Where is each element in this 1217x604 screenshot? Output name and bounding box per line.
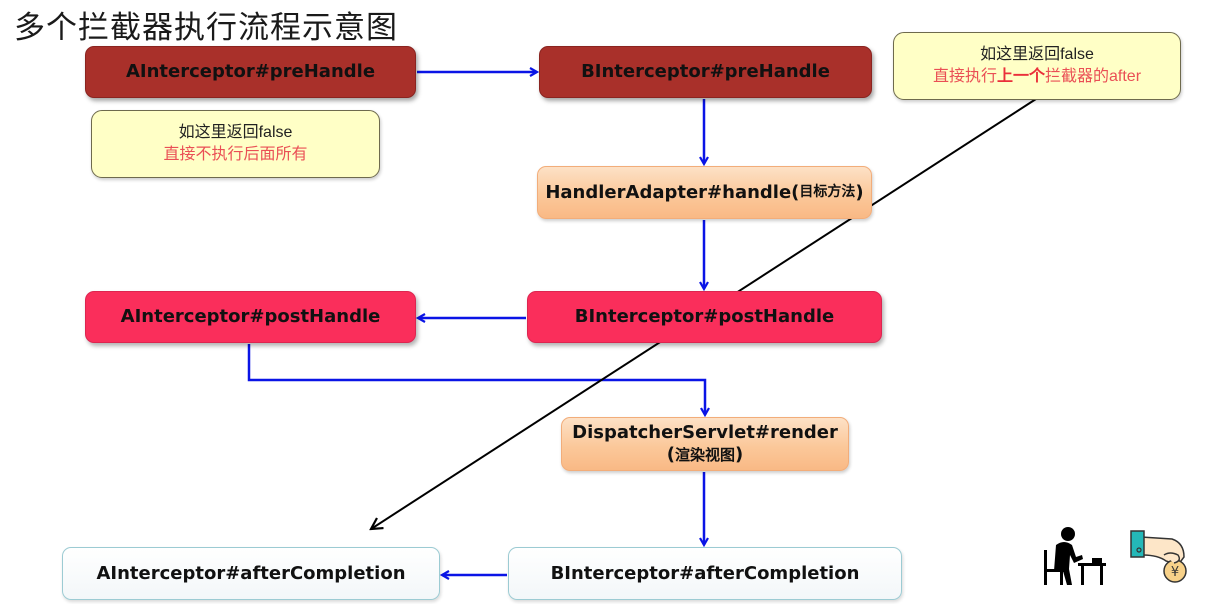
node-handler-sub: 目标方法 [799, 184, 856, 201]
node-render-sub: 渲染视图 [674, 446, 735, 464]
node-render-close: ) [735, 444, 744, 465]
node-render-label: DispatcherServlet#render [572, 422, 838, 444]
hand-paying-yuan-coin-icon: ¥ [1130, 530, 1187, 583]
note-a-line2: 直接不执行后面所有 [163, 146, 308, 163]
node-b-after-label: BInterceptor#afterCompletion [550, 562, 860, 584]
node-dispatcher-render: DispatcherServlet#render (渲染视图) [561, 417, 849, 471]
node-b-prehandle: BInterceptor#preHandle [539, 46, 872, 98]
node-a-prehandle: AInterceptor#preHandle [85, 46, 416, 98]
note-b-line2-emph: 上一个 [996, 68, 1045, 85]
node-handler-adapter: HandlerAdapter#handle(目标方法) [537, 166, 872, 219]
node-b-prehandle-label: BInterceptor#preHandle [581, 61, 830, 83]
arrow-a-post-to-render [247, 344, 705, 415]
svg-text:¥: ¥ [1171, 565, 1179, 580]
node-handler-label: HandlerAdapter#handle( [545, 181, 800, 203]
note-b-returns-false: 如这里返回false 直接执行上一个拦截器的after [893, 32, 1181, 100]
node-a-prehandle-label: AInterceptor#preHandle [125, 61, 376, 83]
node-handler-close: ) [855, 181, 864, 203]
person-working-at-desk-icon [1044, 527, 1106, 585]
node-b-aftercompletion: BInterceptor#afterCompletion [508, 547, 902, 600]
note-a-returns-false: 如这里返回false 直接不执行后面所有 [91, 110, 380, 178]
note-b-line2-post: 拦截器的after [1045, 68, 1142, 85]
note-b-line1: 如这里返回false [980, 45, 1094, 63]
node-a-aftercompletion: AInterceptor#afterCompletion [62, 547, 440, 600]
diagram-title: 多个拦截器执行流程示意图 [14, 10, 398, 46]
node-a-posthandle-label: AInterceptor#postHandle [120, 306, 381, 328]
node-render-open: ( [666, 444, 675, 465]
note-a-line1: 如这里返回false [178, 123, 293, 141]
node-b-posthandle: BInterceptor#postHandle [527, 291, 882, 343]
note-b-line2-pre: 直接执行 [932, 68, 997, 85]
node-b-posthandle-label: BInterceptor#postHandle [574, 306, 835, 328]
node-a-after-label: AInterceptor#afterCompletion [96, 562, 406, 584]
node-a-posthandle: AInterceptor#postHandle [85, 291, 416, 343]
